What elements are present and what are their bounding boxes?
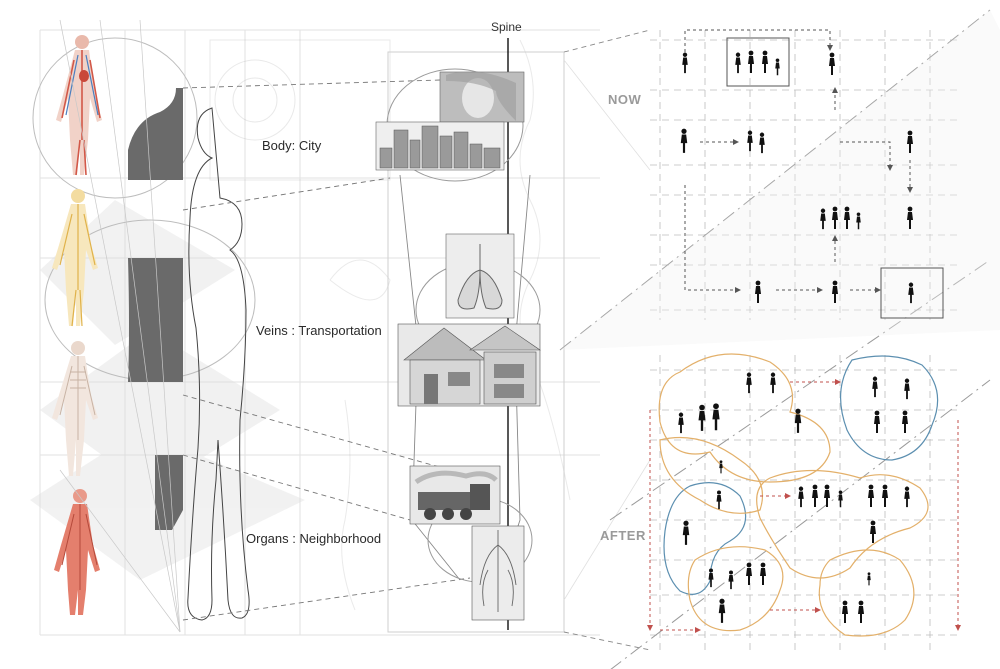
- anatomy-panel: Body: City Veins : Transportation Organs…: [30, 19, 600, 636]
- label-spine: Spine: [491, 20, 522, 34]
- faded-anatomy-sketches: [209, 39, 571, 611]
- image-train: [409, 465, 501, 525]
- light-connectors: [563, 59, 651, 601]
- image-city-skyline: [375, 121, 505, 171]
- highlight-box-top: [726, 37, 790, 87]
- image-lungs: [445, 233, 515, 319]
- anatomy-figure-skeletal: [52, 341, 98, 476]
- map-grids: [559, 9, 1000, 669]
- after-map: AFTER: [600, 353, 961, 637]
- label-now: NOW: [608, 92, 642, 107]
- anatomy-figure-nervous: [52, 189, 98, 327]
- converging-lines: [59, 19, 181, 633]
- dashed-connectors: [182, 79, 471, 621]
- neighborhood-clusters: [658, 353, 939, 637]
- label-veins-transportation: Veins : Transportation: [256, 323, 382, 338]
- red-flow-arrows: [647, 379, 961, 633]
- spine-to-map-connectors: [563, 29, 651, 651]
- image-organs: [471, 525, 525, 621]
- outline-figure: [187, 107, 250, 621]
- image-house: [397, 323, 541, 407]
- label-organs-neighborhood: Organs : Neighborhood: [246, 531, 381, 546]
- label-after: AFTER: [600, 528, 646, 543]
- highlight-box-bottom: [880, 267, 944, 319]
- silhouette-fragments: [128, 88, 183, 530]
- now-map: NOW: [608, 29, 944, 319]
- spine-column: Spine: [375, 20, 565, 633]
- anatomy-figure-circulatory: [56, 35, 102, 176]
- label-body-city: Body: City: [262, 138, 322, 153]
- image-face: [439, 71, 525, 123]
